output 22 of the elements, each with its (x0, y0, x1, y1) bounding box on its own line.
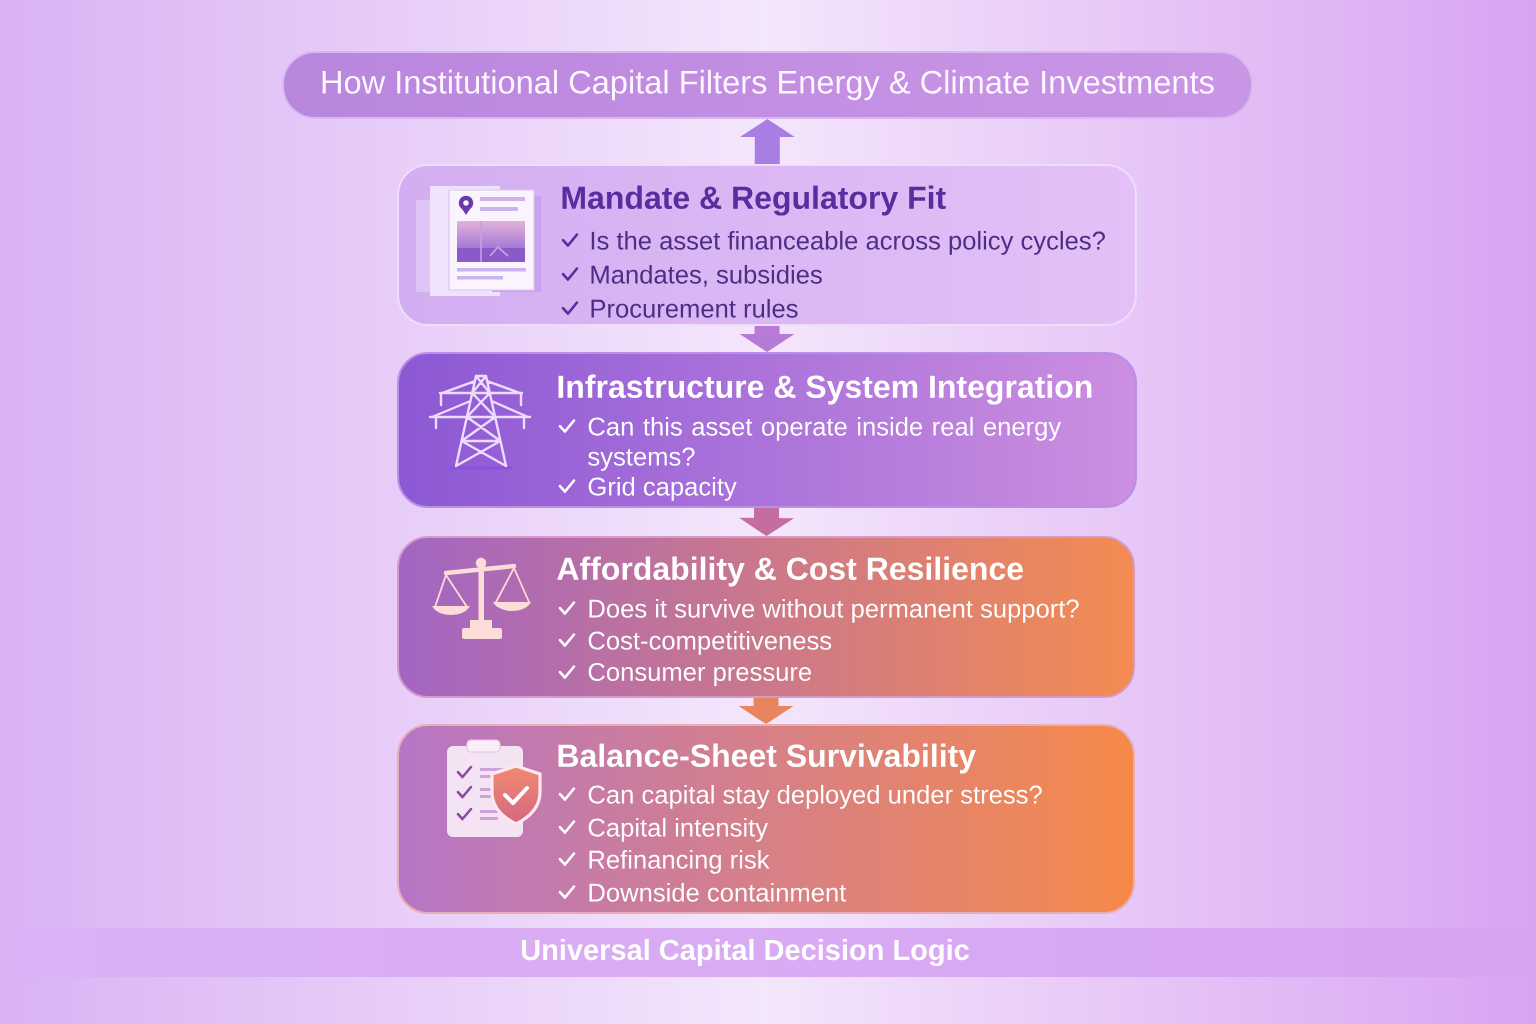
checklist-item: Consumer pressure (588, 662, 812, 687)
heading: Mandate & Regulatory Fit (562, 185, 946, 216)
heading: Affordability & Cost Resilience (557, 556, 1023, 587)
checklist-item: Capital intensity (588, 817, 768, 842)
stage-box (397, 352, 1137, 508)
heading: Infrastructure & System Integration (558, 374, 1092, 405)
checklist-item: Is the asset financeable across policy cycles? (591, 230, 1105, 255)
checklist-item: Does it survive without permanent support? (589, 598, 1079, 623)
checklist-item: Downside containment (589, 882, 847, 902)
checklist-item: Cost-competitiveness (588, 630, 832, 655)
checklist-item: Mandates, subsidies (591, 264, 822, 287)
footer-title: Universal Capital Decision Logic (521, 938, 969, 967)
stage-box (397, 164, 1137, 326)
checklist-item: Refinancing risk (589, 849, 770, 874)
checklist-item: Can capital stay deployed under stress? (588, 784, 1042, 809)
title-pill: How Institutional Capital Filters Energy & Climate Investments (282, 51, 1253, 119)
stage-box (397, 536, 1135, 698)
stage-box (397, 724, 1135, 914)
checklist-item: Grid capacity (588, 476, 737, 501)
checklist-item: Procurement rules (591, 298, 798, 318)
checklist-item: Can this asset operate inside real energy systems? (588, 416, 1062, 471)
heading: Balance-Sheet Survivability (558, 743, 976, 774)
